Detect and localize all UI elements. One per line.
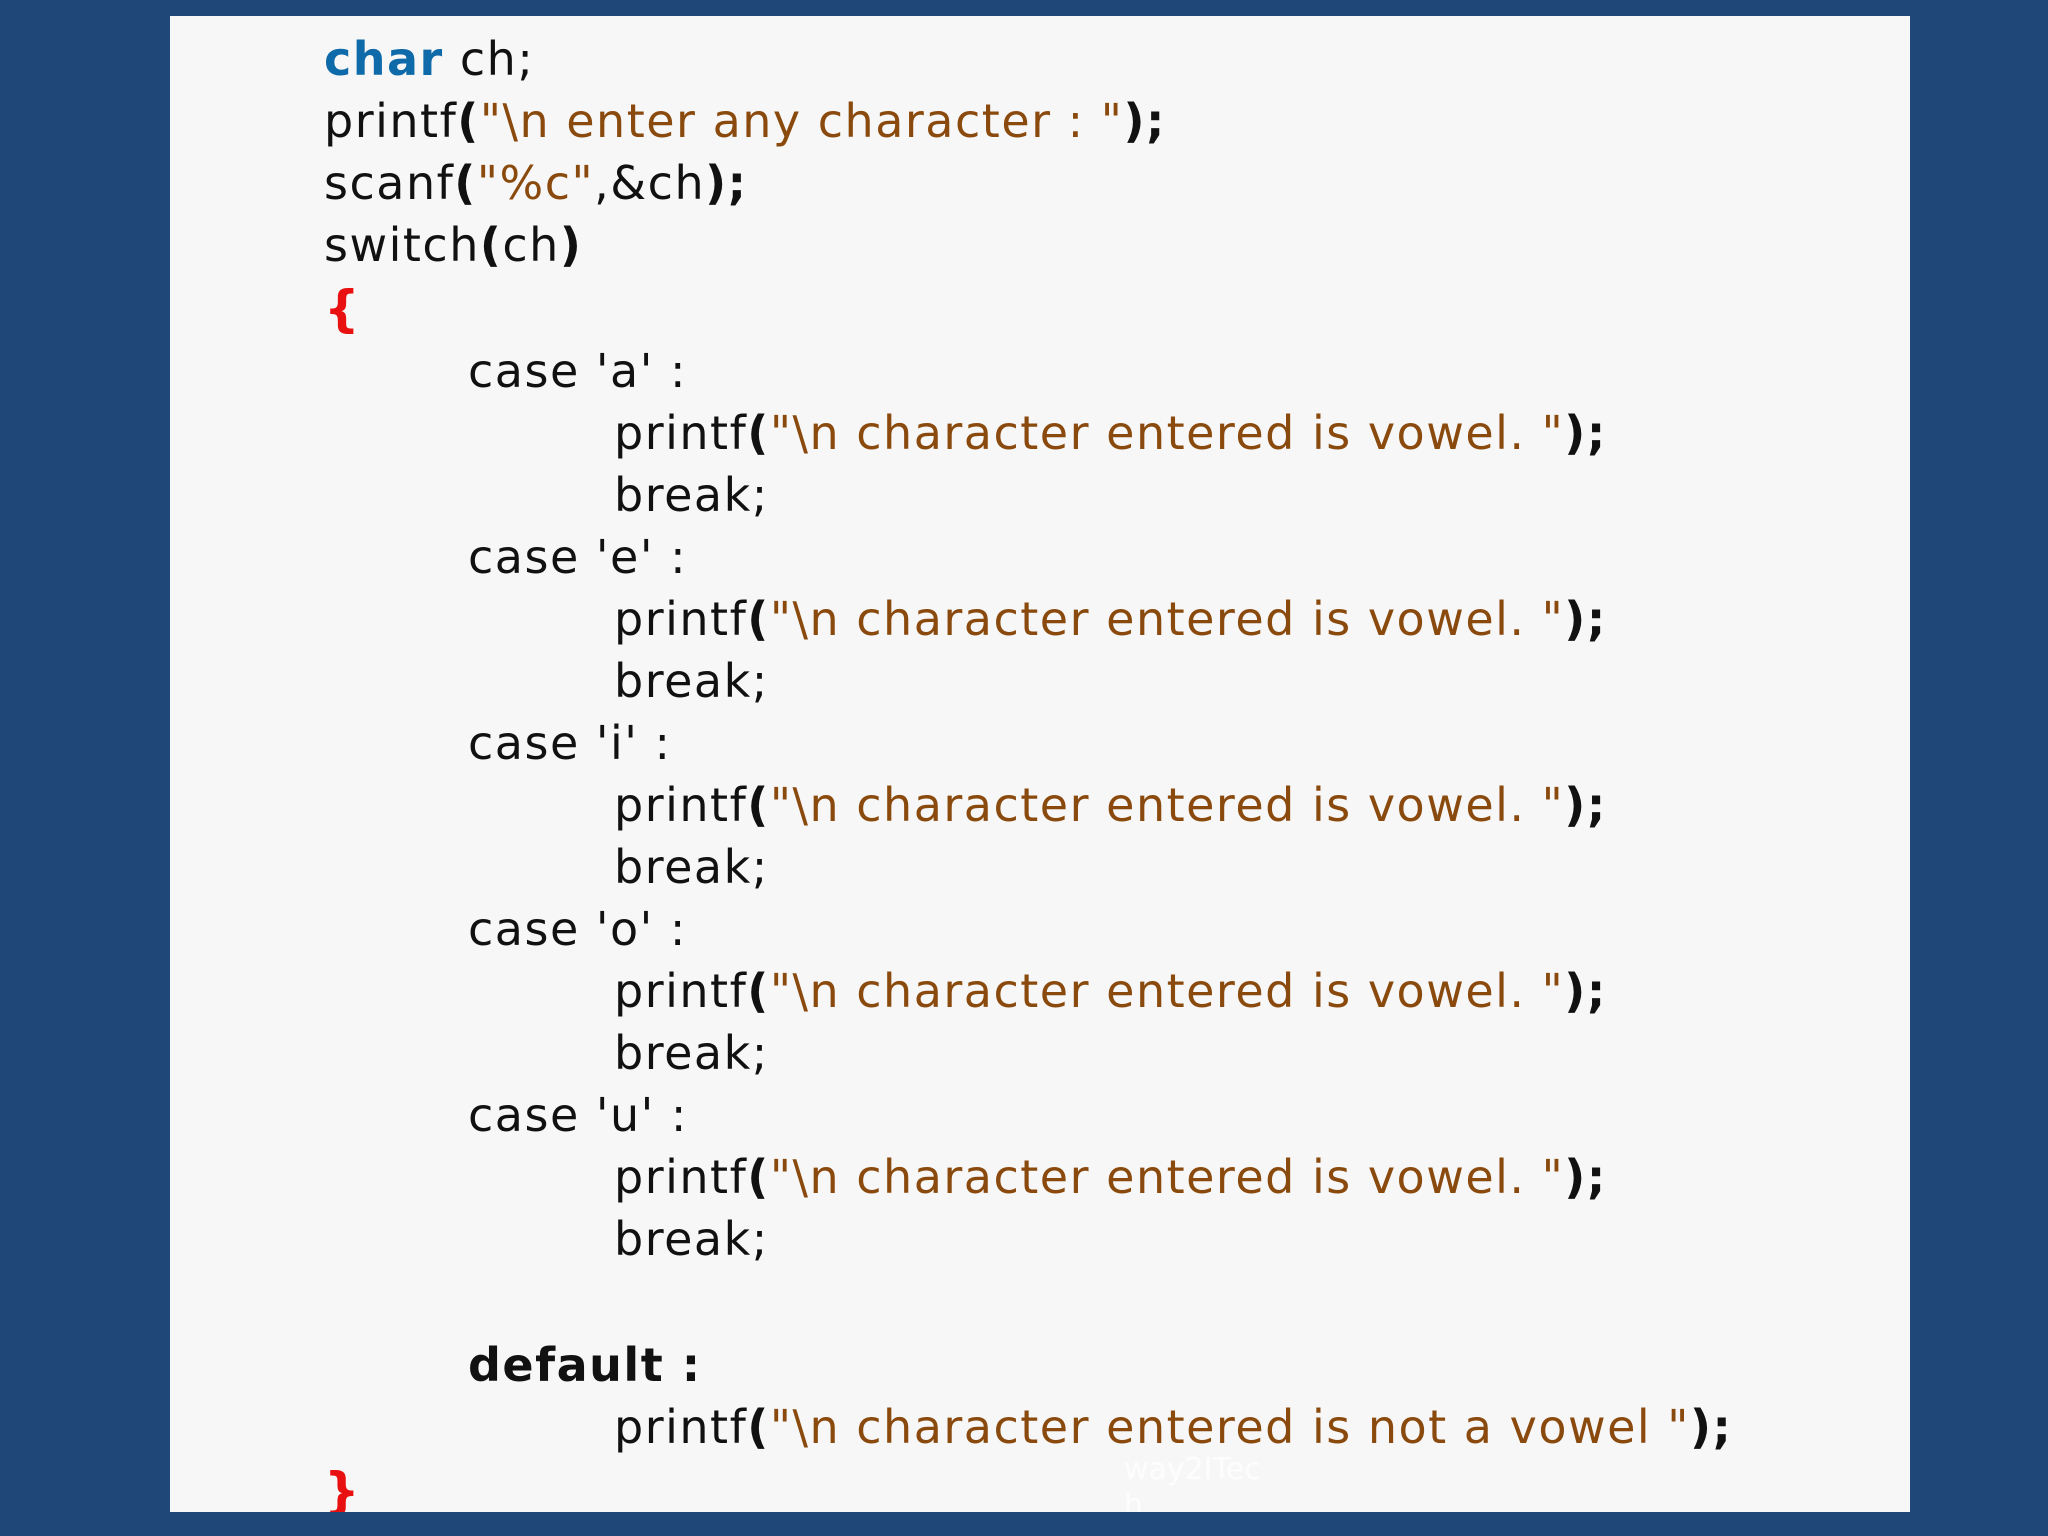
string-literal: "\n character entered is vowel. " (769, 1150, 1565, 1204)
paren-open: ( (747, 1150, 770, 1204)
function-name: scanf (324, 156, 455, 210)
string-literal: "\n character entered is vowel. " (769, 964, 1565, 1018)
paren-open: ( (479, 218, 503, 272)
function-name: switch (324, 218, 480, 272)
string-literal: "\n character entered is vowel. " (769, 778, 1565, 832)
code-line-case-o: case 'o' : (468, 898, 687, 960)
break-statement: break; (614, 654, 769, 708)
code-line-break: break; (614, 1208, 769, 1270)
break-statement: break; (614, 1212, 769, 1266)
code-line-close-brace: } (324, 1460, 361, 1512)
keyword-char: char (324, 32, 444, 86)
code-line-printf-vowel: printf("\n character entered is vowel. "… (614, 588, 1607, 650)
code-line-break: break; (614, 464, 769, 526)
code-line-break: break; (614, 836, 769, 898)
function-name: printf (614, 406, 748, 460)
case-label: case 'o' : (468, 902, 687, 956)
function-name: printf (614, 964, 748, 1018)
function-name: printf (324, 94, 458, 148)
string-literal: "%c" (476, 156, 595, 210)
code-text: : (664, 1338, 702, 1392)
case-label: case 'e' : (468, 530, 688, 584)
function-name: printf (614, 1150, 748, 1204)
string-literal: "\n enter any character : " (479, 94, 1124, 148)
code-line-printf-vowel: printf("\n character entered is vowel. "… (614, 1146, 1607, 1208)
case-label: case 'a' : (468, 344, 687, 398)
code-line-break: break; (614, 1022, 769, 1084)
open-brace: { (324, 280, 362, 338)
paren-open: ( (747, 778, 770, 832)
paren-close: ); (1564, 964, 1607, 1018)
break-statement: break; (614, 468, 769, 522)
break-statement: break; (614, 840, 769, 894)
slide: char ch; printf("\n enter any character … (170, 16, 1910, 1512)
code-text: ch (502, 218, 560, 272)
code-line-printf-vowel: printf("\n character entered is vowel. "… (614, 774, 1607, 836)
code-line-switch: switch(ch) (324, 214, 582, 276)
paren-close: ); (1123, 94, 1166, 148)
code-text: ,&ch (594, 156, 706, 210)
paren-close: ); (705, 156, 748, 210)
code-line-case-e: case 'e' : (468, 526, 687, 588)
string-literal: "\n character entered is vowel. " (769, 406, 1565, 460)
code-line-scanf: scanf("%c",&ch); (324, 152, 748, 214)
code-line-declaration: char ch; (324, 28, 534, 90)
function-name: printf (614, 592, 748, 646)
paren-open: ( (747, 1400, 770, 1454)
code-line-case-a: case 'a' : (468, 340, 687, 402)
code-line-printf-not-vowel: printf("\n character entered is not a vo… (614, 1396, 1732, 1458)
code-line-default: default : (468, 1334, 702, 1396)
code-line-break: break; (614, 650, 769, 712)
paren-open: ( (747, 592, 770, 646)
paren-close: ); (1564, 592, 1607, 646)
case-label: case 'i' : (468, 716, 672, 770)
watermark: way2ITech (1124, 1452, 1261, 1512)
string-literal: "\n character entered is not a vowel " (769, 1400, 1690, 1454)
code-line-case-i: case 'i' : (468, 712, 672, 774)
code-line-open-brace: { (324, 278, 361, 340)
paren-open: ( (747, 964, 770, 1018)
paren-open: ( (457, 94, 480, 148)
keyword-default: default (468, 1338, 665, 1392)
paren-close: ); (1564, 778, 1607, 832)
paren-open: ( (747, 406, 770, 460)
break-statement: break; (614, 1026, 769, 1080)
close-brace: } (324, 1462, 362, 1512)
code-line-printf-prompt: printf("\n enter any character : "); (324, 90, 1166, 152)
code-line-printf-vowel: printf("\n character entered is vowel. "… (614, 960, 1607, 1022)
case-label: case 'u' : (468, 1088, 688, 1142)
function-name: printf (614, 1400, 748, 1454)
paren-close: ) (559, 218, 583, 272)
paren-close: ); (1564, 1150, 1607, 1204)
code-text: ch; (443, 32, 535, 86)
string-literal: "\n character entered is vowel. " (769, 592, 1565, 646)
paren-close: ); (1689, 1400, 1733, 1454)
code-line-case-u: case 'u' : (468, 1084, 688, 1146)
code-line-printf-vowel: printf("\n character entered is vowel. "… (614, 402, 1607, 464)
paren-open: ( (454, 156, 477, 210)
paren-close: ); (1564, 406, 1607, 460)
function-name: printf (614, 778, 748, 832)
